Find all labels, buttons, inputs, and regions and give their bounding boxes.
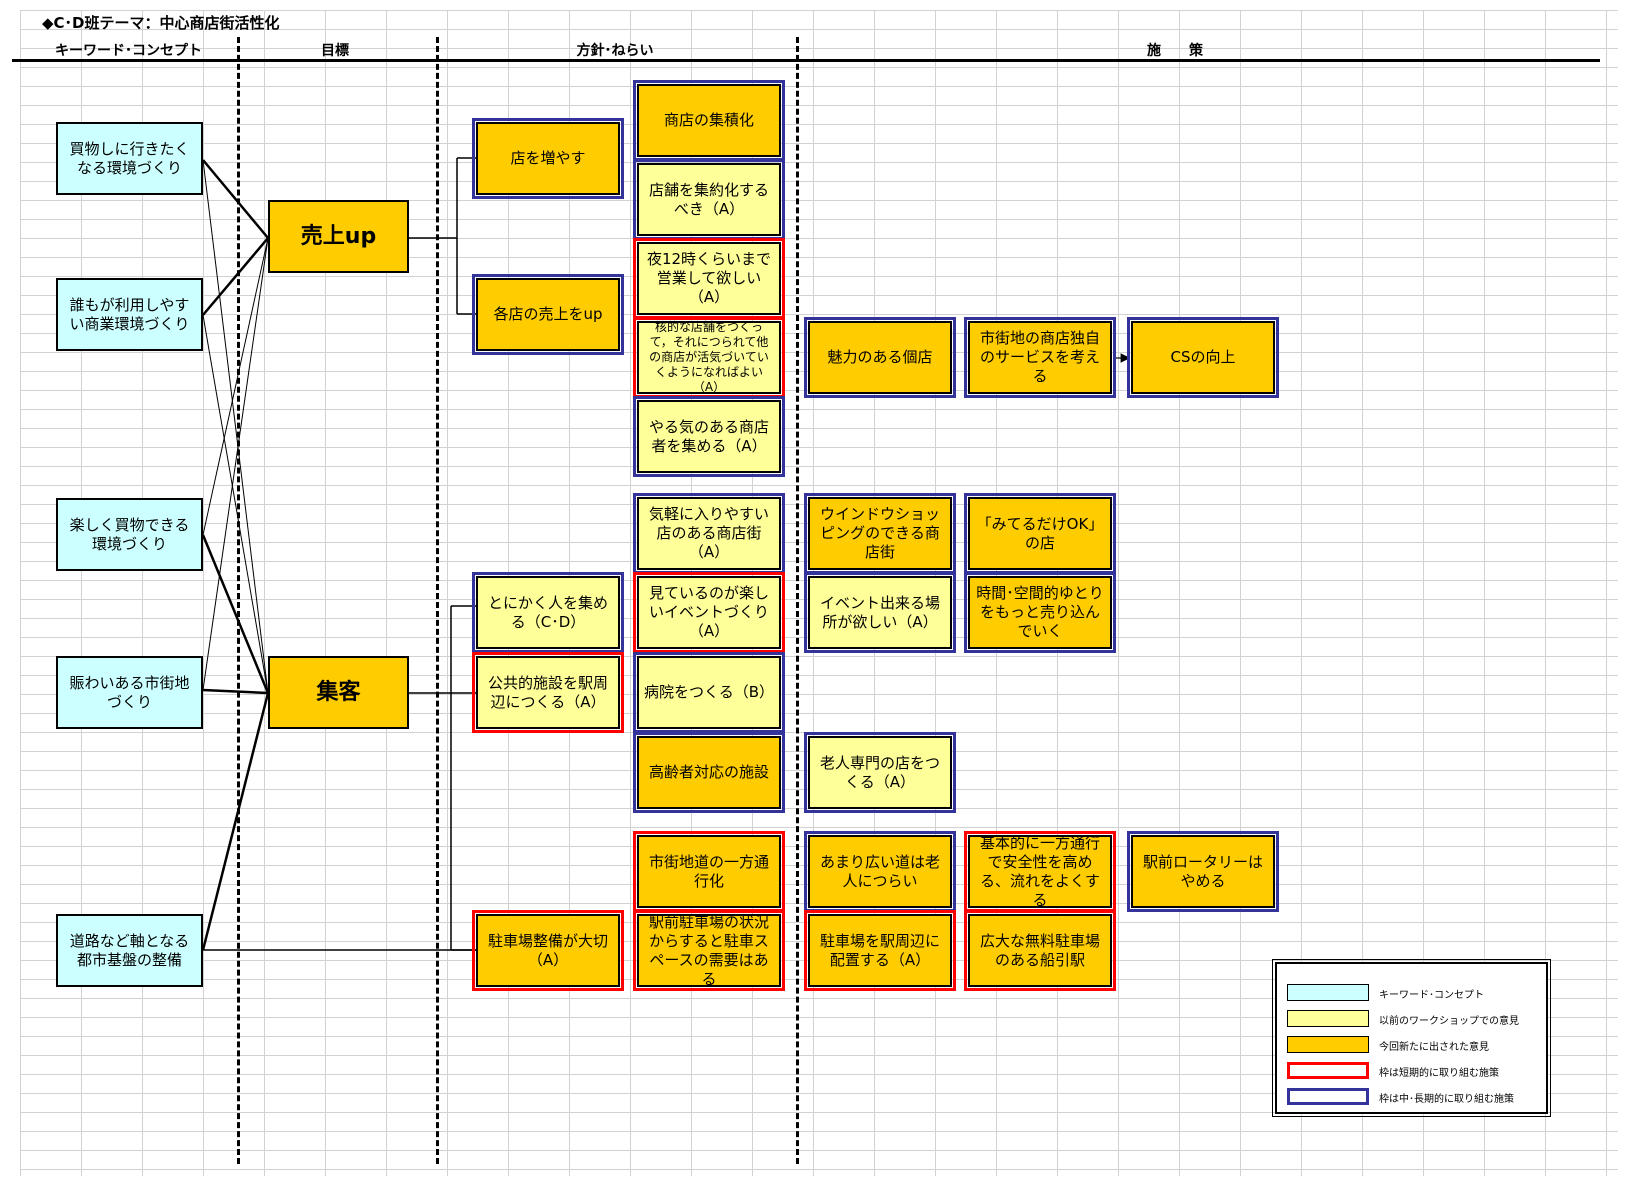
legend-swatch	[1287, 1010, 1369, 1027]
measure-box: 広大な無料駐車場のある船引駅	[964, 910, 1116, 991]
connector	[202, 159, 269, 239]
legend-label: 枠は短期的に取り組む施策	[1379, 1068, 1499, 1079]
connector	[202, 237, 269, 536]
legend-swatch	[1287, 1088, 1369, 1105]
column-divider	[436, 37, 439, 1164]
connector	[202, 159, 269, 694]
measure-box: CSの向上	[1127, 317, 1279, 398]
keyword-box: 賑わいある市街地づくり	[56, 656, 203, 729]
connector	[202, 237, 269, 316]
goal-box: 集客	[268, 656, 409, 729]
keyword-box: 買物しに行きたくなる環境づくり	[56, 122, 203, 195]
legend-label: 以前のワークショップでの意見	[1379, 1016, 1519, 1027]
measure-box: 駐車場を駅周辺に配置する（A）	[804, 910, 956, 991]
policy-box: とにかく人を集める（C･D）	[472, 572, 624, 653]
connector	[409, 605, 476, 951]
legend-item: 枠は短期的に取り組む施策	[1287, 1060, 1537, 1082]
page-title: ◆C･D班テーマ：中心商店街活性化	[42, 14, 280, 32]
measure-box: 市街地の商店独自のサービスを考える	[964, 317, 1116, 398]
legend-label: 今回新たに出された意見	[1379, 1042, 1489, 1053]
legend: キーワード･コンセプト 以前のワークショップでの意見 今回新たに出された意見 枠…	[1272, 959, 1551, 1117]
column-divider	[796, 37, 799, 1164]
column-header-goal: 目標	[321, 43, 349, 59]
measure-box: 駅前駐車場の状況からすると駐車スペースの需要はある	[633, 910, 785, 991]
legend-swatch	[1287, 984, 1369, 1001]
connector	[201, 534, 270, 694]
column-header-policy: 方針･ねらい	[576, 43, 654, 59]
goal-box: 売上up	[268, 200, 409, 273]
legend-swatch	[1287, 1062, 1369, 1079]
connector	[202, 237, 269, 691]
measure-box: やる気のある商店者を集める（A）	[633, 396, 785, 477]
legend-item: 以前のワークショップでの意見	[1287, 1008, 1537, 1030]
measure-box: 核的な店舗をつくって，それにつられて他の商店が活気づいていくようになればよい（A…	[633, 317, 785, 398]
connector	[409, 157, 476, 315]
measure-box: 時間･空間的ゆとりをもっと売り込んでいく	[964, 572, 1116, 653]
connector	[202, 688, 269, 695]
legend-item: 枠は中･長期的に取り組む施策	[1287, 1086, 1537, 1108]
measure-box: 店舗を集約化するべき（A）	[633, 159, 785, 240]
header-rule	[12, 59, 1600, 62]
legend-swatch	[1287, 1036, 1369, 1053]
measure-box: 基本的に一方通行で安全性を高める、流れをよくする	[964, 831, 1116, 912]
policy-box: 店を増やす	[472, 118, 624, 199]
keyword-box: 誰もが利用しやすい商業環境づくり	[56, 278, 203, 351]
policy-box: 各店の売上をup	[472, 274, 624, 355]
legend-label: 枠は中･長期的に取り組む施策	[1379, 1094, 1514, 1105]
keyword-box: 楽しく買物できる環境づくり	[56, 498, 203, 571]
column-header-keyword: キーワード･コンセプト	[55, 43, 202, 59]
measure-box: ウインドウショッピングのできる商店街	[804, 493, 956, 574]
legend-item: キーワード･コンセプト	[1287, 982, 1537, 1004]
measure-box: 商店の集積化	[633, 80, 785, 161]
measure-box: 気軽に入りやすい店のある商店街（A）	[633, 493, 785, 574]
policy-box: 公共的施設を駅周辺につくる（A）	[472, 652, 624, 733]
measure-box: 市街地道の一方通行化	[633, 831, 785, 912]
connector	[201, 692, 270, 951]
measure-box: 駅前ロータリーはやめる	[1127, 831, 1279, 912]
column-divider	[237, 37, 240, 1164]
measure-box: 高齢者対応の施設	[633, 732, 785, 813]
connector	[202, 314, 269, 694]
column-header-measures: 施 策	[1147, 43, 1203, 59]
legend-label: キーワード･コンセプト	[1379, 990, 1484, 1001]
measure-box: 「みてるだけOK」の店	[964, 493, 1116, 574]
measure-box: 見ているのが楽しいイベントづくり（A）	[633, 572, 785, 653]
measure-box: 老人専門の店をつくる（A）	[804, 732, 956, 813]
measure-box: 病院をつくる（B）	[633, 652, 785, 733]
measure-box: イベント出来る場所が欲しい（A）	[804, 572, 956, 653]
measure-box: 魅力のある個店	[804, 317, 956, 398]
measure-box: あまり広い道は老人につらい	[804, 831, 956, 912]
measure-box: 夜12時くらいまで営業して欲しい（A）	[633, 238, 785, 319]
policy-box: 駐車場整備が大切（A）	[472, 910, 624, 991]
keyword-box: 道路など軸となる都市基盤の整備	[56, 914, 203, 987]
legend-item: 今回新たに出された意見	[1287, 1034, 1537, 1056]
